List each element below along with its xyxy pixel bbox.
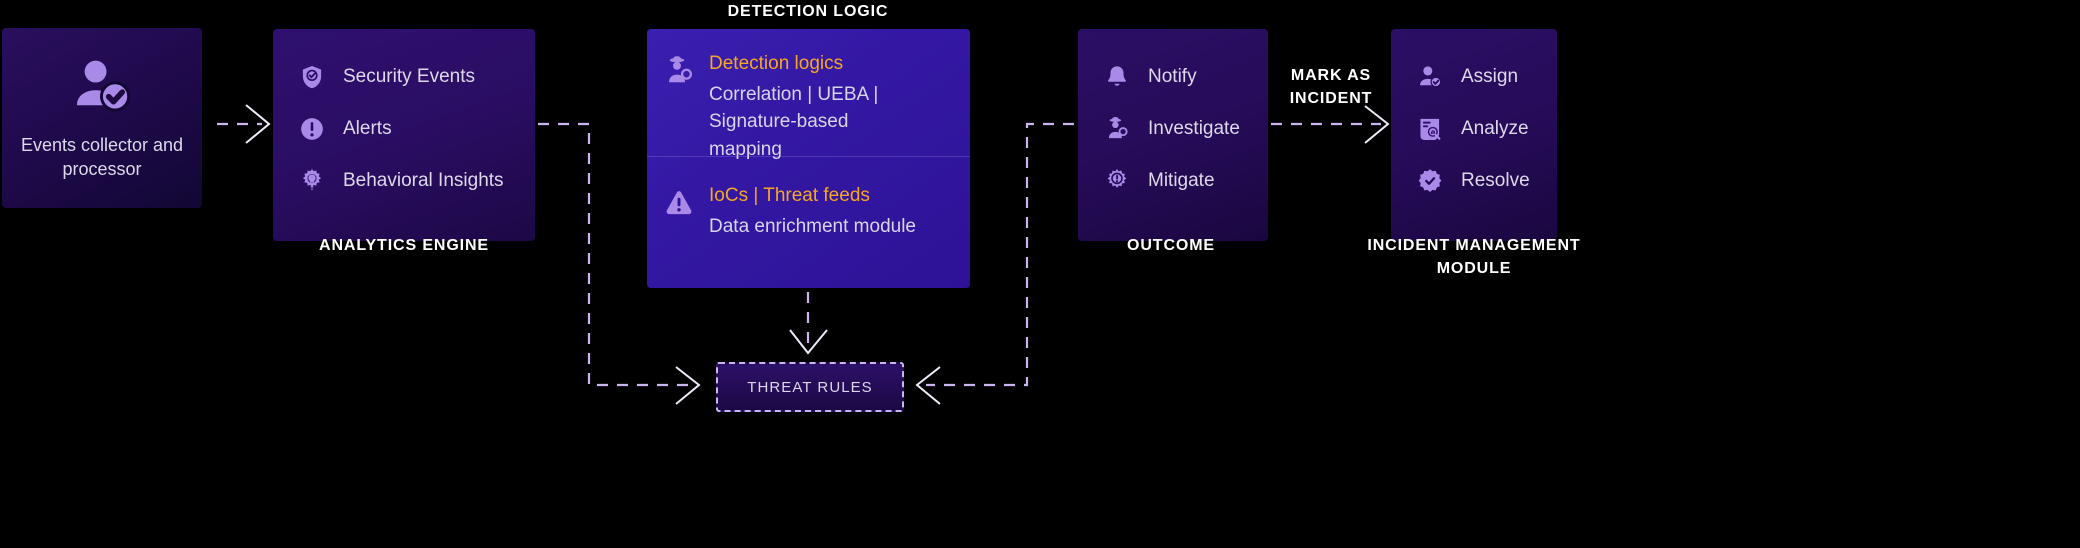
mark-as-incident-label: MARK AS INCIDENT (1289, 67, 1373, 108)
list-item-label: Alerts (343, 118, 392, 139)
arrow-collector-to-analytics (217, 104, 271, 144)
list-item-behavioral-insights[interactable]: Behavioral Insights (273, 155, 535, 207)
list-item-label: Behavioral Insights (343, 170, 504, 191)
detective-icon (1104, 116, 1130, 142)
lightbulb-gear-icon (299, 168, 325, 194)
verified-check-icon (1417, 168, 1443, 194)
report-search-icon (1417, 116, 1443, 142)
list-item-mitigate[interactable]: Mitigate (1078, 155, 1268, 207)
list-item-label: Notify (1148, 66, 1197, 87)
analytics-engine-caption: ANALYTICS ENGINE (319, 237, 489, 254)
arrow-detection-to-threat-rules (789, 292, 828, 355)
bell-icon (1104, 64, 1130, 90)
detection-logics-body: Correlation | UEBA | Signature-based map… (709, 83, 879, 160)
events-collector-label: Events collector and processor (20, 135, 184, 179)
list-item-alerts[interactable]: Alerts (273, 103, 535, 155)
list-item-label: Resolve (1461, 170, 1530, 191)
list-item-security-events[interactable]: Security Events (273, 51, 535, 103)
list-item-label: Analyze (1461, 118, 1529, 139)
card-incident-management[interactable]: Assign Analyze (1391, 29, 1557, 241)
list-item-label: Investigate (1148, 118, 1240, 139)
user-check-icon (70, 54, 134, 118)
card-analytics-engine[interactable]: Security Events Alerts (273, 29, 535, 241)
warning-triangle-icon (663, 183, 695, 272)
user-check-icon (1417, 64, 1443, 90)
alert-circle-icon (299, 116, 325, 142)
list-item-label: Assign (1461, 66, 1519, 87)
list-item-notify[interactable]: Notify (1078, 51, 1268, 103)
list-item-analyze[interactable]: Analyze (1391, 103, 1557, 155)
incident-management-caption: INCIDENT MANAGEMENT MODULE (1367, 237, 1581, 278)
detection-section-logics[interactable]: Detection logics Correlation | UEBA | Si… (647, 29, 970, 160)
threat-rules-box[interactable]: THREAT RULES (716, 362, 904, 412)
card-detection-logic[interactable]: Detection logics Correlation | UEBA | Si… (647, 29, 970, 288)
list-item-label: Mitigate (1148, 170, 1215, 191)
iocs-threat-feeds-title: IoCs | Threat feeds (709, 185, 870, 206)
detection-section-iocs[interactable]: IoCs | Threat feeds Data enrichment modu… (647, 157, 970, 288)
detection-logics-title: Detection logics (709, 53, 844, 74)
data-enrichment-body: Data enrichment module (709, 215, 916, 237)
list-item-resolve[interactable]: Resolve (1391, 155, 1557, 207)
detection-logic-top-label: DETECTION LOGIC (727, 3, 889, 20)
list-item-assign[interactable]: Assign (1391, 51, 1557, 103)
list-item-label: Security Events (343, 66, 475, 87)
arrow-outcome-to-incident-management (1271, 105, 1390, 144)
shield-check-icon (299, 64, 325, 90)
gear-alert-icon (1104, 168, 1130, 194)
list-item-investigate[interactable]: Investigate (1078, 103, 1268, 155)
detective-icon (663, 51, 695, 140)
outcome-caption: OUTCOME (1127, 237, 1215, 254)
threat-rules-label: THREAT RULES (747, 378, 873, 396)
card-outcome[interactable]: Notify Investigate (1078, 29, 1268, 241)
card-events-collector[interactable]: Events collector and processor (2, 28, 202, 208)
